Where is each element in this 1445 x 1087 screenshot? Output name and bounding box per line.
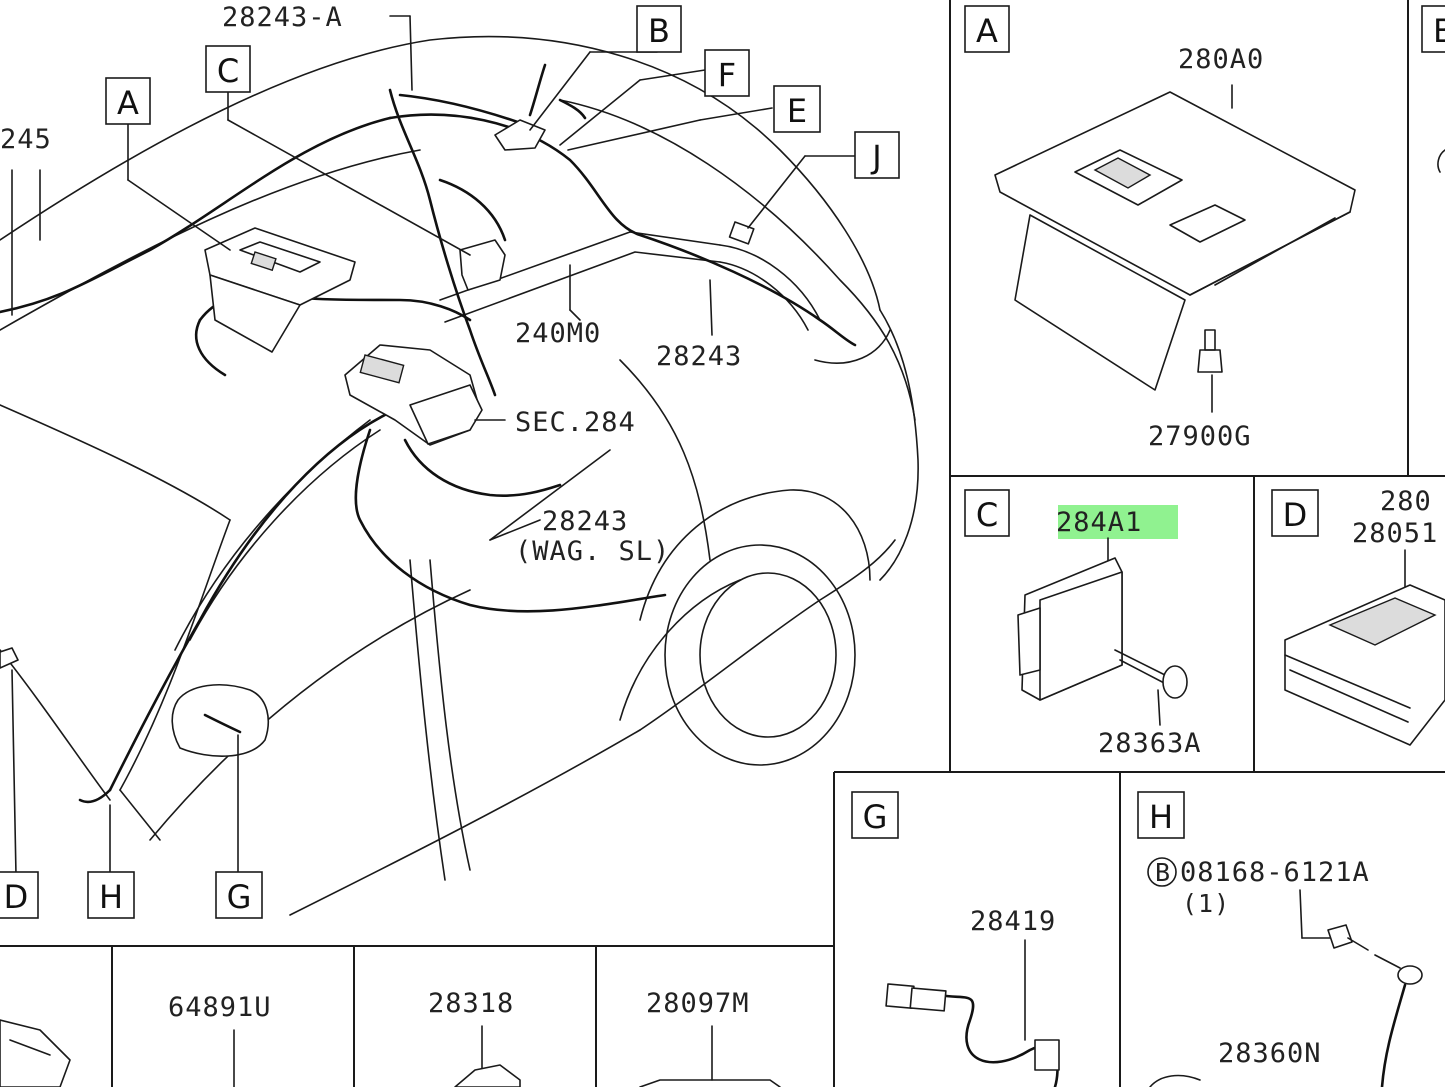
callout-c[interactable]: C [217, 52, 239, 90]
detail-h-label: H [1149, 798, 1173, 836]
main-part-labels: 28243-A 245 240M0 28243 SEC.284 28243 (W… [0, 2, 742, 567]
detail-c: C 284A1 28363A [964, 489, 1202, 759]
rear-wheel [619, 489, 871, 766]
detail-c-label: C [976, 496, 998, 534]
part-label-284a1[interactable]: 284A1 [1056, 507, 1142, 538]
part-label-245: 245 [0, 124, 52, 155]
callout-e[interactable]: E [787, 92, 807, 130]
partial-module-left [0, 647, 19, 669]
part-label-280a0: 280A0 [1178, 44, 1264, 75]
part-label-280: 280 [1380, 486, 1432, 517]
part-label-28097m: 28097M [646, 988, 750, 1019]
part-label-240m0: 240M0 [515, 318, 601, 349]
callout-a[interactable]: A [117, 84, 139, 122]
detail-g: G 28419 [851, 791, 1060, 1087]
part-label-wag-sl: (WAG. SL) [515, 536, 670, 567]
part-label-28051: 28051 [1352, 518, 1438, 549]
part-label-28363a: 28363A [1098, 728, 1202, 759]
part-label-28419: 28419 [970, 906, 1056, 937]
part-label-08168-6121a: 08168-6121A [1180, 857, 1370, 888]
detail-b-partial: B [1421, 5, 1445, 173]
detail-a-label: A [976, 12, 998, 50]
detail-h: H B 08168-6121A (1) 28360N [1137, 791, 1423, 1087]
part-label-28243: 28243 [656, 341, 742, 372]
callout-b[interactable]: B [648, 12, 670, 50]
detail-g-label: G [863, 798, 888, 836]
highlight-284a1 [1058, 505, 1178, 539]
callout-f[interactable]: F [718, 56, 736, 94]
detail-b-label: B [1433, 12, 1445, 50]
detail-d-label: D [1283, 496, 1308, 534]
part-label-27900g: 27900G [1148, 421, 1252, 452]
part-label-64891u: 64891U [168, 992, 272, 1023]
detail-d: D 280 28051 [1271, 486, 1445, 746]
section-ref-sec284[interactable]: SEC.284 [515, 407, 636, 438]
callout-h[interactable]: H [99, 878, 123, 916]
vehicle-body-outline [0, 35, 919, 916]
part-label-28243-a: 28243-A [222, 2, 343, 33]
bottom-row: 64891U 28318 28097M [0, 988, 781, 1087]
leader-lines [11, 15, 856, 876]
bolt-symbol-b: B [1155, 858, 1171, 887]
main-components [204, 119, 755, 446]
detail-a: A 280A0 27900G [964, 5, 1356, 452]
part-label-28243-wag: 28243 [542, 506, 628, 537]
part-label-28318: 28318 [428, 988, 514, 1019]
callout-d[interactable]: D [4, 878, 29, 916]
callout-j[interactable]: J [870, 138, 881, 176]
wiring-harness [0, 63, 857, 804]
bolt-quantity: (1) [1182, 889, 1230, 918]
callout-g[interactable]: G [227, 878, 252, 916]
main-callouts: B C F A E J D H G [0, 5, 900, 919]
part-label-28360n: 28360N [1218, 1038, 1322, 1069]
